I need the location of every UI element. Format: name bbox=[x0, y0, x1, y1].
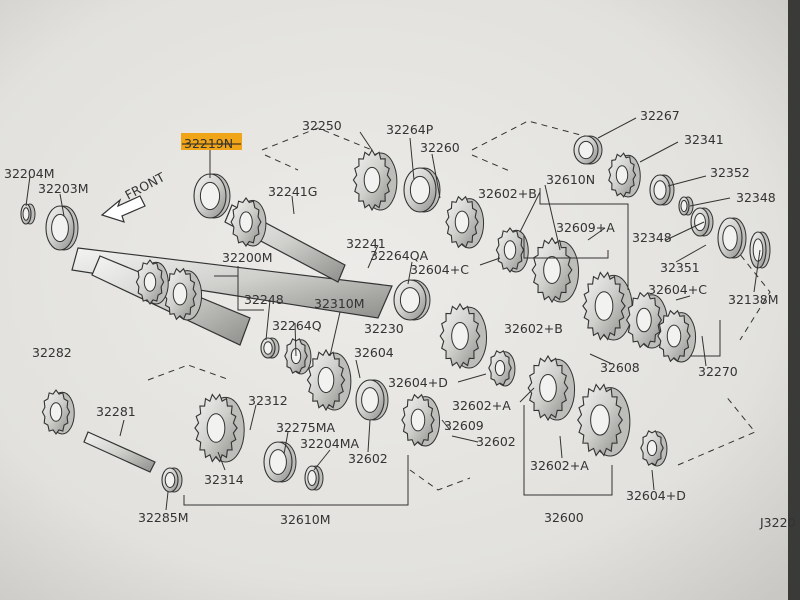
part-label[interactable]: 32264Q bbox=[272, 318, 322, 333]
part-label[interactable]: 32602+B bbox=[478, 186, 537, 201]
snap-ring bbox=[20, 203, 36, 225]
monitor-bezel bbox=[788, 0, 800, 600]
hub bbox=[495, 227, 529, 273]
gear bbox=[352, 148, 398, 212]
part-label[interactable]: 32602+B bbox=[504, 321, 563, 336]
bush bbox=[573, 135, 603, 165]
leader-lines bbox=[25, 117, 761, 511]
part-label[interactable]: 32602 bbox=[476, 434, 516, 449]
hub bbox=[488, 350, 516, 387]
dashed-group-outlines bbox=[147, 120, 771, 491]
part-label[interactable]: 32608 bbox=[600, 360, 640, 375]
part-label-highlighted[interactable]: 32219N bbox=[184, 136, 233, 151]
snap-ring bbox=[304, 465, 324, 491]
synchro-sleeve bbox=[194, 393, 245, 463]
ring bbox=[690, 207, 714, 237]
part-label[interactable]: 32609 bbox=[444, 418, 484, 433]
bearing bbox=[45, 205, 79, 251]
bearing-highlighted-part bbox=[193, 173, 231, 219]
gear bbox=[445, 195, 485, 249]
part-label[interactable]: 32604+C bbox=[410, 262, 469, 277]
gear bbox=[439, 302, 488, 370]
part-label[interactable]: 32230 bbox=[364, 321, 404, 336]
gear bbox=[230, 197, 267, 247]
diagram-code: J3220 bbox=[759, 515, 796, 530]
synchro-sleeve bbox=[582, 271, 633, 341]
part-label[interactable]: 32260 bbox=[420, 140, 460, 155]
bearing-race bbox=[649, 174, 675, 206]
part-label[interactable]: 32610N bbox=[546, 172, 595, 187]
part-label[interactable]: 32604+C bbox=[648, 282, 707, 297]
part-label[interactable]: 32138M bbox=[728, 292, 779, 307]
gear bbox=[41, 389, 75, 435]
part-label[interactable]: 32602+A bbox=[452, 398, 511, 413]
part-label[interactable]: 32312 bbox=[248, 393, 288, 408]
part-label[interactable]: 32351 bbox=[660, 260, 700, 275]
part-label[interactable]: 32348 bbox=[632, 230, 672, 245]
front-arrow-icon bbox=[100, 195, 146, 223]
gear bbox=[163, 267, 203, 321]
synchro-ring bbox=[355, 379, 389, 421]
part-label[interactable]: 32264QA bbox=[370, 248, 429, 263]
part-label[interactable]: 32348 bbox=[736, 190, 776, 205]
part-label[interactable]: 32609+A bbox=[556, 220, 615, 235]
needle-bearing bbox=[403, 167, 441, 213]
spacer-ring bbox=[260, 337, 280, 359]
hub bbox=[640, 430, 668, 467]
gear bbox=[657, 309, 697, 363]
part-label[interactable]: 32250 bbox=[302, 118, 342, 133]
part-label[interactable]: 32600 bbox=[544, 510, 584, 525]
part-label[interactable]: 32282 bbox=[32, 345, 72, 360]
bearing bbox=[263, 441, 297, 483]
part-label[interactable]: 32604 bbox=[354, 345, 394, 360]
gear-set bbox=[20, 135, 771, 493]
part-label[interactable]: 32204MA bbox=[300, 436, 360, 451]
part-label[interactable]: 32267 bbox=[640, 108, 680, 123]
gear bbox=[527, 354, 576, 422]
part-label[interactable]: 32203M bbox=[38, 181, 89, 196]
gear bbox=[401, 393, 441, 447]
part-label[interactable]: 32285M bbox=[138, 510, 189, 525]
part-label[interactable]: 32352 bbox=[710, 165, 750, 180]
snap-ring bbox=[749, 231, 771, 269]
part-label[interactable]: 32241 bbox=[346, 236, 386, 251]
part-label[interactable]: 32604+D bbox=[388, 375, 448, 390]
part-label[interactable]: 32602 bbox=[348, 451, 388, 466]
part-label[interactable]: 32270 bbox=[698, 364, 738, 379]
bearing bbox=[717, 217, 747, 259]
synchro-sleeve bbox=[577, 383, 631, 457]
part-label[interactable]: 32610M bbox=[280, 512, 331, 527]
needle-bearing bbox=[393, 279, 431, 321]
part-label[interactable]: 32281 bbox=[96, 404, 136, 419]
highlighted-part-marker bbox=[181, 133, 242, 150]
part-label[interactable]: 32241G bbox=[268, 184, 317, 199]
part-label[interactable]: 32275MA bbox=[276, 420, 336, 435]
gear bbox=[135, 259, 169, 305]
part-label[interactable]: 32602+A bbox=[530, 458, 589, 473]
part-labels: 32204M 32203M 32219N 32250 32264P 32260 … bbox=[4, 108, 796, 530]
gear bbox=[608, 152, 641, 198]
part-label[interactable]: 32248 bbox=[244, 292, 284, 307]
gear bbox=[531, 236, 580, 304]
snap-ring bbox=[678, 196, 694, 216]
part-label[interactable]: 32341 bbox=[684, 132, 724, 147]
part-label[interactable]: 32200M bbox=[222, 250, 273, 265]
part-label[interactable]: 32314 bbox=[204, 472, 244, 487]
part-label[interactable]: 32604+D bbox=[626, 488, 686, 503]
gear bbox=[306, 348, 352, 412]
part-label[interactable]: 32204M bbox=[4, 166, 55, 181]
part-label[interactable]: 32310M bbox=[314, 296, 365, 311]
ring bbox=[161, 467, 183, 493]
part-label[interactable]: 32264P bbox=[386, 122, 434, 137]
